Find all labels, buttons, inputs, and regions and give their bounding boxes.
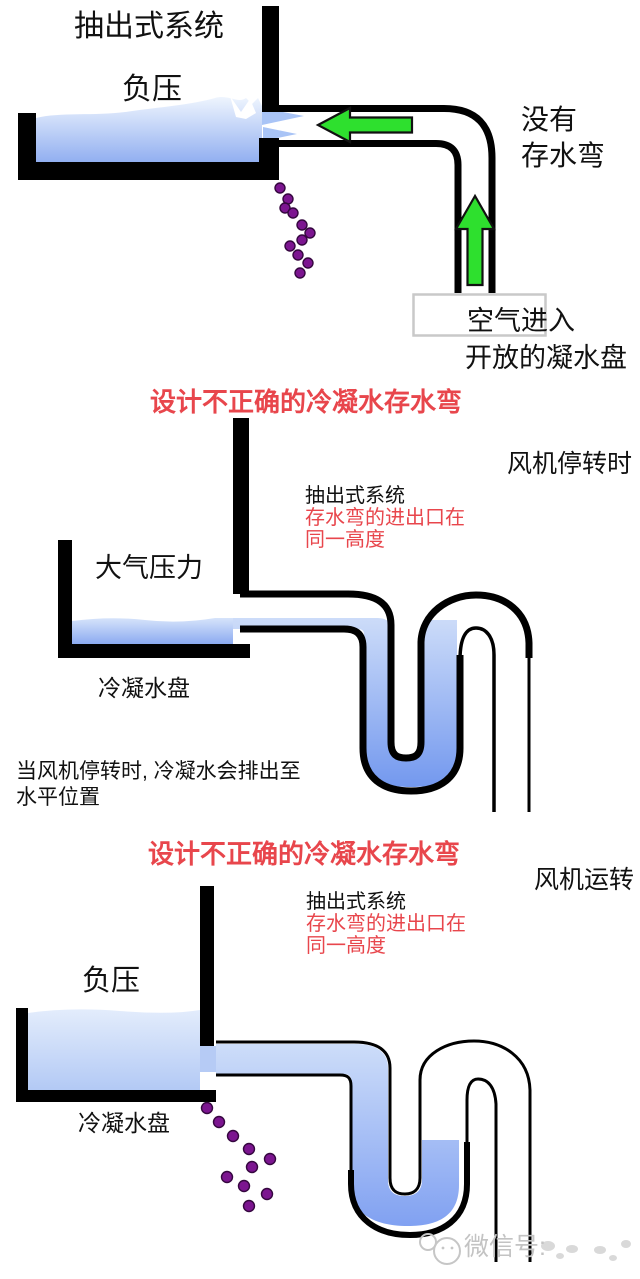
trap3-u-bend bbox=[348, 1142, 470, 1239]
panel2-caption-line2: 水平位置 bbox=[16, 786, 100, 809]
panel3-pan-label: 冷凝水盘 bbox=[78, 1110, 170, 1136]
panel2-trap-pipe bbox=[240, 590, 533, 812]
pan1-bottom bbox=[18, 162, 278, 180]
panel2-system-label: 抽出式系统 bbox=[305, 485, 405, 507]
pan1-water bbox=[36, 97, 262, 162]
pan1-left-wall bbox=[18, 113, 36, 177]
panel2-atmospheric-pressure-label: 大气压力 bbox=[95, 553, 203, 583]
panel1-negative-pressure-label: 负压 bbox=[122, 73, 182, 106]
watermark-label: 微信号: bbox=[464, 1233, 546, 1261]
watermark-blurred-id bbox=[541, 1240, 631, 1261]
panel3-hanging-wall bbox=[200, 886, 214, 1046]
panel2-caption-line1: 当风机停转时, 冷凝水会排出至 bbox=[16, 760, 301, 783]
pan2-bottom bbox=[58, 644, 250, 658]
panel2-title: 设计不正确的冷凝水存水弯 bbox=[150, 387, 463, 417]
pan2-left-wall bbox=[58, 540, 72, 658]
panel1-air-in-label: 空气进入 bbox=[467, 306, 575, 336]
panel3-condition-label: 风机运转 bbox=[534, 866, 635, 894]
trap2-bottom-outline bbox=[240, 625, 464, 795]
panel1-title: 抽出式系统 bbox=[74, 10, 224, 43]
wechat-logo-icon bbox=[419, 1233, 461, 1265]
panel3-note-line1: 存水弯的进出口在 bbox=[306, 913, 466, 935]
pan2-water bbox=[72, 618, 233, 644]
panel1-no-trap-line2: 存水弯 bbox=[521, 140, 606, 171]
panel3-negative-pressure-label: 负压 bbox=[82, 965, 141, 997]
panel1-open-pan-label: 开放的凝水盘 bbox=[465, 343, 627, 373]
airflow-arrows bbox=[315, 106, 496, 287]
pan3-outlet-stub bbox=[202, 1090, 216, 1099]
panel1-hanging-wall bbox=[262, 6, 279, 112]
trap3-water bbox=[216, 1044, 459, 1226]
panel3-title: 设计不正确的冷凝水存水弯 bbox=[148, 839, 461, 869]
panel1-no-trap-line1: 没有 bbox=[521, 104, 578, 135]
panel2-hanging-wall bbox=[233, 418, 249, 594]
panel1-drain-pan bbox=[18, 6, 304, 180]
arrow-left-icon bbox=[315, 106, 414, 144]
panel3-system-label: 抽出式系统 bbox=[306, 891, 406, 913]
panel1-drip-dots bbox=[274, 182, 316, 279]
pan1-splash bbox=[230, 96, 256, 119]
duct1-bottom-edge bbox=[272, 140, 462, 293]
trap3-top-outline bbox=[216, 1039, 532, 1262]
duct1-top-edge bbox=[272, 105, 496, 293]
pan3-outlet-water bbox=[200, 1046, 216, 1072]
panel3-drain-pan bbox=[16, 886, 216, 1102]
panel2-pan-label: 冷凝水盘 bbox=[98, 675, 190, 701]
pan1-right-wall bbox=[259, 138, 279, 180]
pan3-water bbox=[28, 1009, 200, 1090]
pan1-splash-jet1 bbox=[262, 108, 304, 125]
open-condensate-pan-outline bbox=[412, 293, 547, 337]
panel1-duct bbox=[272, 105, 496, 293]
arrow-up-icon bbox=[454, 193, 496, 287]
panel2-trap-water bbox=[72, 618, 457, 787]
trap2-top-outline bbox=[240, 590, 533, 762]
pan1-splash-jet2 bbox=[263, 127, 297, 141]
panel3-note-line2: 同一高度 bbox=[306, 935, 386, 957]
panel3-trap-water bbox=[28, 1009, 459, 1226]
panel2-condition-label: 风机停转时 bbox=[507, 450, 633, 478]
trap2-water bbox=[233, 618, 457, 787]
panel2-note-line2: 同一高度 bbox=[305, 529, 385, 551]
panel3-drip-dots bbox=[200, 1101, 277, 1213]
pan3-bottom bbox=[16, 1090, 216, 1102]
trap3-inner-hump bbox=[465, 1077, 498, 1262]
trap2-inner-hump bbox=[458, 626, 496, 812]
pan3-left-wall bbox=[16, 1008, 28, 1102]
panel3-trap-pipe bbox=[216, 1039, 532, 1262]
panel2-drain-pan bbox=[58, 418, 250, 658]
trap3-bottom-edge bbox=[216, 1073, 353, 1172]
panel2-note-line1: 存水弯的进出口在 bbox=[305, 507, 465, 529]
